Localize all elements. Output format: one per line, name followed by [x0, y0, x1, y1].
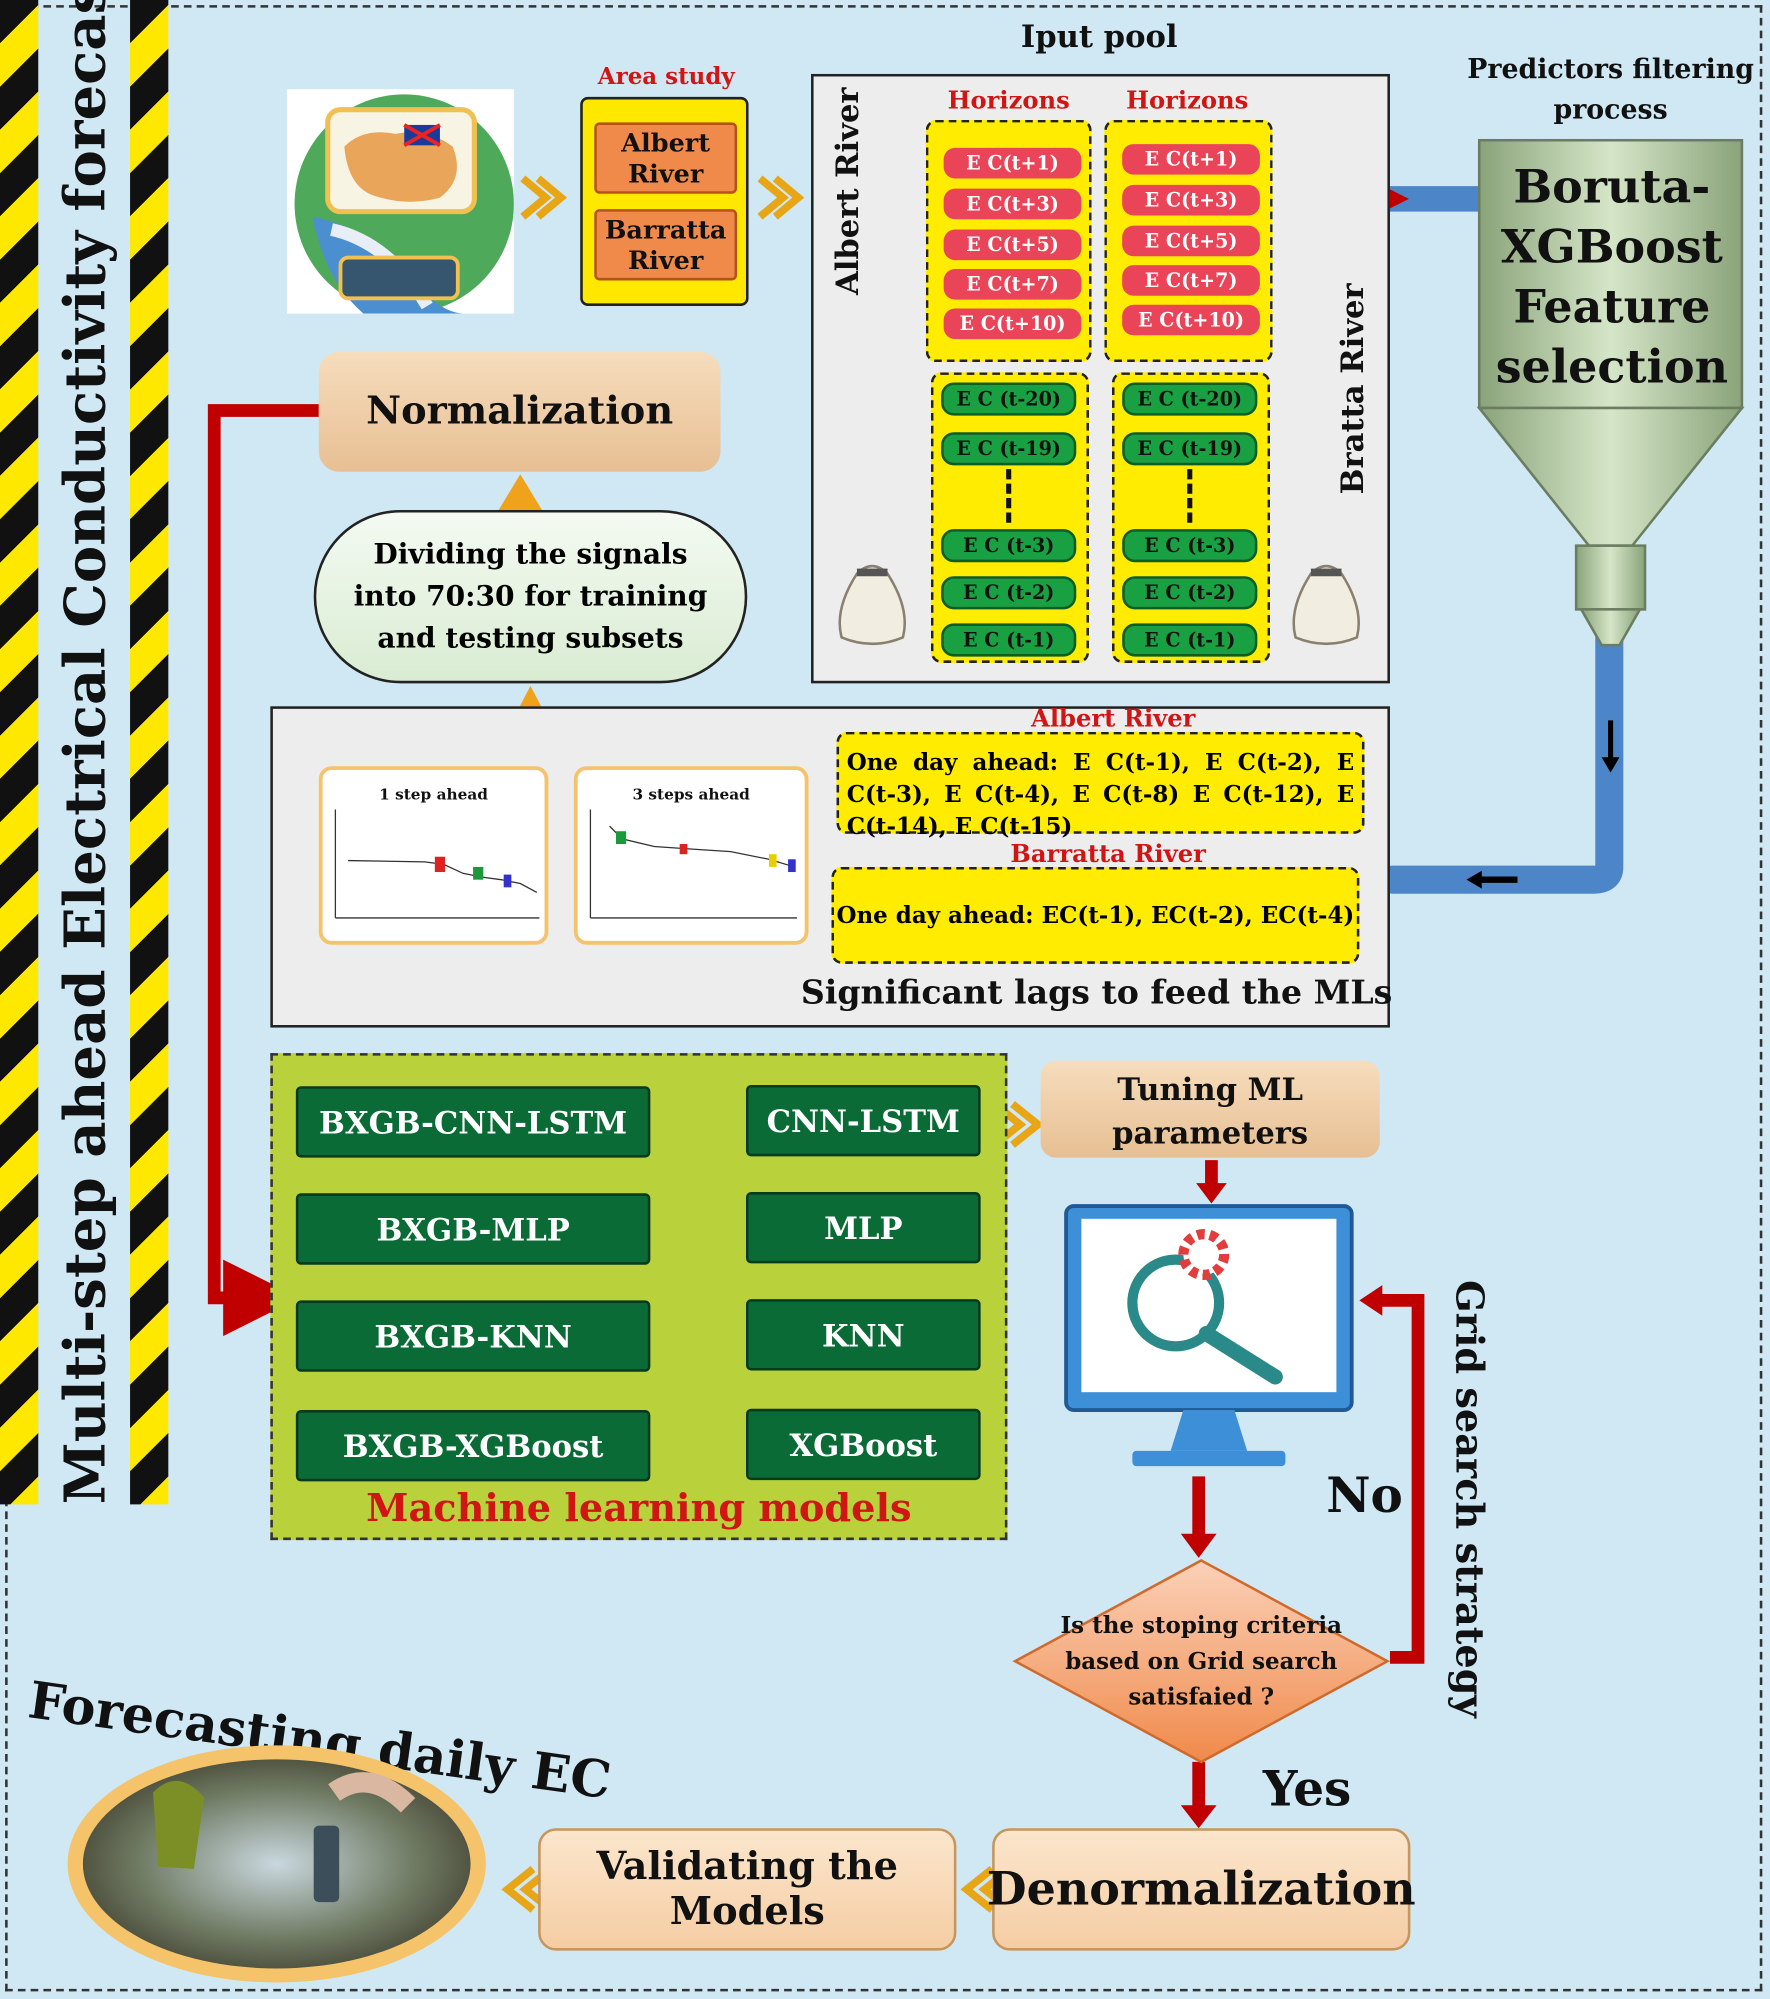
bag-icon-left — [838, 564, 907, 646]
plot-2-chart — [589, 809, 797, 919]
horizon-pill-left: E C(t+10) — [943, 308, 1082, 340]
albert-river-button[interactable]: Albert River — [594, 122, 738, 194]
horizon-pill-right: E C(t+5) — [1122, 225, 1260, 257]
validating-box: Validating the Models — [538, 1828, 957, 1951]
lag-pill-right: E C (t-20) — [1122, 382, 1258, 416]
pipe-arrowhead-down — [1601, 757, 1620, 773]
horizons-label-left: Horizons — [947, 86, 1070, 115]
decision-diamond — [1012, 1559, 1390, 1764]
input-pool-panel — [811, 73, 1390, 684]
horizon-pill-left: E C(t+5) — [943, 229, 1082, 261]
plot-1-chart — [334, 809, 540, 919]
lags-caption: Significant lags to feed the MLs — [800, 974, 1393, 1013]
base-model-box: KNN — [745, 1299, 981, 1371]
no-loop-arrow — [1377, 1294, 1425, 1664]
horizon-pill-right: E C(t+1) — [1122, 144, 1260, 175]
horizon-pill-right: E C(t+3) — [1122, 184, 1260, 216]
lag-pill-right: E C (t-3) — [1122, 529, 1258, 563]
lag-pill-right: E C (t-2) — [1122, 576, 1258, 610]
albert-lags-text: One day ahead: E C(t-1), E C(t-2), E C(t… — [836, 731, 1365, 840]
chevron-2 — [757, 175, 805, 220]
barratta-river-label: Barratta River — [1010, 840, 1206, 869]
barratta-lags-text: One day ahead: EC(t-1), EC(t-2), EC(t-4) — [831, 866, 1360, 964]
plot-1-title: 1 step ahead — [379, 785, 488, 804]
base-model-box: CNN-LSTM — [745, 1084, 981, 1157]
lag-pill-left: E C (t-3) — [941, 529, 1077, 563]
input-pool-title: Iput pool — [1020, 17, 1178, 55]
pipe-to-lags — [1378, 623, 1624, 894]
hazard-stripe-right — [130, 0, 169, 1505]
ml-models-caption: Machine learning models — [366, 1486, 912, 1532]
forecast-photo — [67, 1745, 486, 1983]
hazard-stripe-left — [0, 0, 39, 1505]
normalization-to-ml-arrow — [207, 404, 319, 1337]
area-study-label: Area study — [597, 63, 735, 91]
horizon-pill-left: E C(t+3) — [943, 188, 1082, 220]
hybrid-model-box: BXGB-XGBoost — [295, 1410, 651, 1482]
albert-river-vertical: Albert River — [828, 87, 866, 296]
yes-label: Yes — [1262, 1759, 1352, 1817]
normalization-box: Normalization data — [318, 351, 721, 553]
horizons-label-right: Horizons — [1126, 86, 1249, 115]
map-image — [286, 89, 514, 314]
hybrid-model-box: BXGB-MLP — [295, 1193, 651, 1265]
lag-pill-left: E C (t-19) — [941, 432, 1077, 466]
horizon-pill-left: E C(t+7) — [943, 269, 1082, 300]
barratta-river-button[interactable]: Barratta River — [594, 209, 738, 281]
dividing-box: Dividing the signals into 70:30 for trai… — [313, 509, 748, 684]
denormalization-box: Denormalization — [987, 1828, 1416, 1951]
bag-icon-right — [1292, 564, 1360, 646]
lag-pill-right: E C (t-1) — [1122, 623, 1258, 657]
lag-ellipsis-left — [1006, 469, 1015, 523]
base-model-box: XGBoost — [745, 1408, 981, 1481]
hybrid-model-box: BXGB-KNN — [295, 1300, 651, 1372]
decision-text: Is the stoping criteria based on Grid se… — [1060, 1612, 1343, 1711]
monitor-search-icon — [1064, 1204, 1354, 1467]
lag-pill-right: E C (t-19) — [1122, 432, 1258, 466]
grid-search-label: Grid search strategy — [1446, 1279, 1491, 1718]
albert-river-label: Albert River — [1031, 705, 1196, 734]
lag-pill-left: E C (t-2) — [941, 576, 1077, 610]
chevron-1 — [520, 175, 568, 220]
hybrid-model-box: BXGB-CNN-LSTM — [295, 1086, 651, 1158]
lag-pill-left: E C (t-1) — [941, 623, 1077, 657]
lag-pill-left: E C (t-20) — [941, 382, 1077, 416]
funnel-text: Boruta-XGBoost Feature selection — [1495, 160, 1728, 394]
up-arrow-to-normalization — [494, 474, 546, 517]
bratta-river-vertical: Bratta River — [1333, 283, 1371, 495]
acf-plot-1-step: 1 step ahead — [318, 766, 549, 945]
no-label: No — [1326, 1466, 1403, 1524]
funnel-shape — [1476, 138, 1745, 647]
predictors-title: Predictors filtering process — [1467, 52, 1754, 125]
horizon-pill-left: E C(t+1) — [943, 147, 1082, 179]
horizon-pill-right: E C(t+10) — [1122, 304, 1260, 336]
acf-plot-3-steps: 3 steps ahead — [573, 766, 809, 945]
australia-map-icon — [294, 94, 514, 314]
pipe-arrowhead-left — [1466, 870, 1482, 889]
tuning-box: Tuning ML parameters — [1040, 1060, 1380, 1158]
base-model-box: MLP — [745, 1192, 981, 1264]
horizon-pill-right: E C(t+7) — [1122, 265, 1260, 296]
lag-ellipsis-right — [1187, 469, 1196, 523]
plot-2-title: 3 steps ahead — [632, 785, 750, 804]
